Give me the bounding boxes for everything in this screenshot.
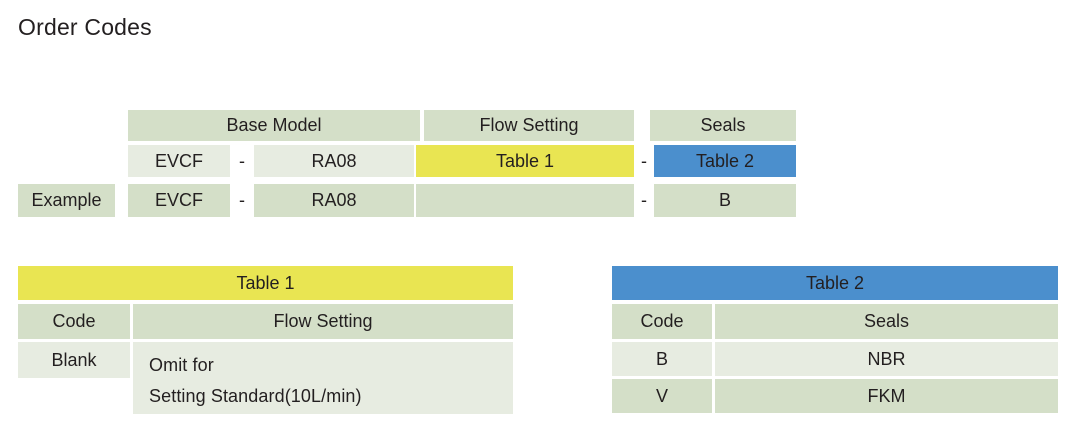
table2-header-code: Code [612, 304, 712, 339]
table2-row-1-seals: NBR [715, 342, 1058, 376]
order-code-example-separator-2: - [641, 190, 647, 210]
order-code-separator-1: - [239, 150, 245, 171]
order-code-header-seals: Seals [650, 110, 796, 141]
order-code-cell-flow-setting: Table 1 [416, 145, 634, 177]
order-code-cell-seals: Table 2 [654, 145, 796, 177]
table2-row-2-seals: FKM [715, 379, 1058, 413]
table1-header-code: Code [18, 304, 130, 339]
order-code-cell-base-model-size: RA08 [254, 145, 414, 177]
order-code-example-base-model-prefix: EVCF [128, 184, 230, 217]
table1-description-line-1: Omit for [149, 355, 214, 375]
order-code-example-separator-1: - [239, 190, 245, 210]
order-code-example-flow-setting [416, 184, 634, 217]
order-code-example-seals: B [654, 184, 796, 217]
order-code-example-label: Example [18, 184, 115, 217]
table1-header-flow-setting: Flow Setting [133, 304, 513, 339]
table2-row-1-code: B [612, 342, 712, 376]
table1-row-flow-setting-description: Omit for Setting Standard(10L/min) [133, 342, 513, 414]
table1-description-line-2: Setting Standard(10L/min) [149, 386, 362, 406]
order-code-cell-base-model-prefix: EVCF [128, 145, 230, 177]
table2-header-seals: Seals [715, 304, 1058, 339]
order-code-header-flow-setting: Flow Setting [424, 110, 634, 141]
table1-row-code-blank: Blank [18, 342, 130, 378]
table2-title: Table 2 [612, 266, 1058, 300]
table2-row-2-code: V [612, 379, 712, 413]
order-code-separator-2: - [641, 150, 647, 171]
table1-title: Table 1 [18, 266, 513, 300]
page-title: Order Codes [18, 14, 152, 40]
order-code-header-base-model: Base Model [128, 110, 420, 141]
order-code-example-base-model-size: RA08 [254, 184, 414, 217]
